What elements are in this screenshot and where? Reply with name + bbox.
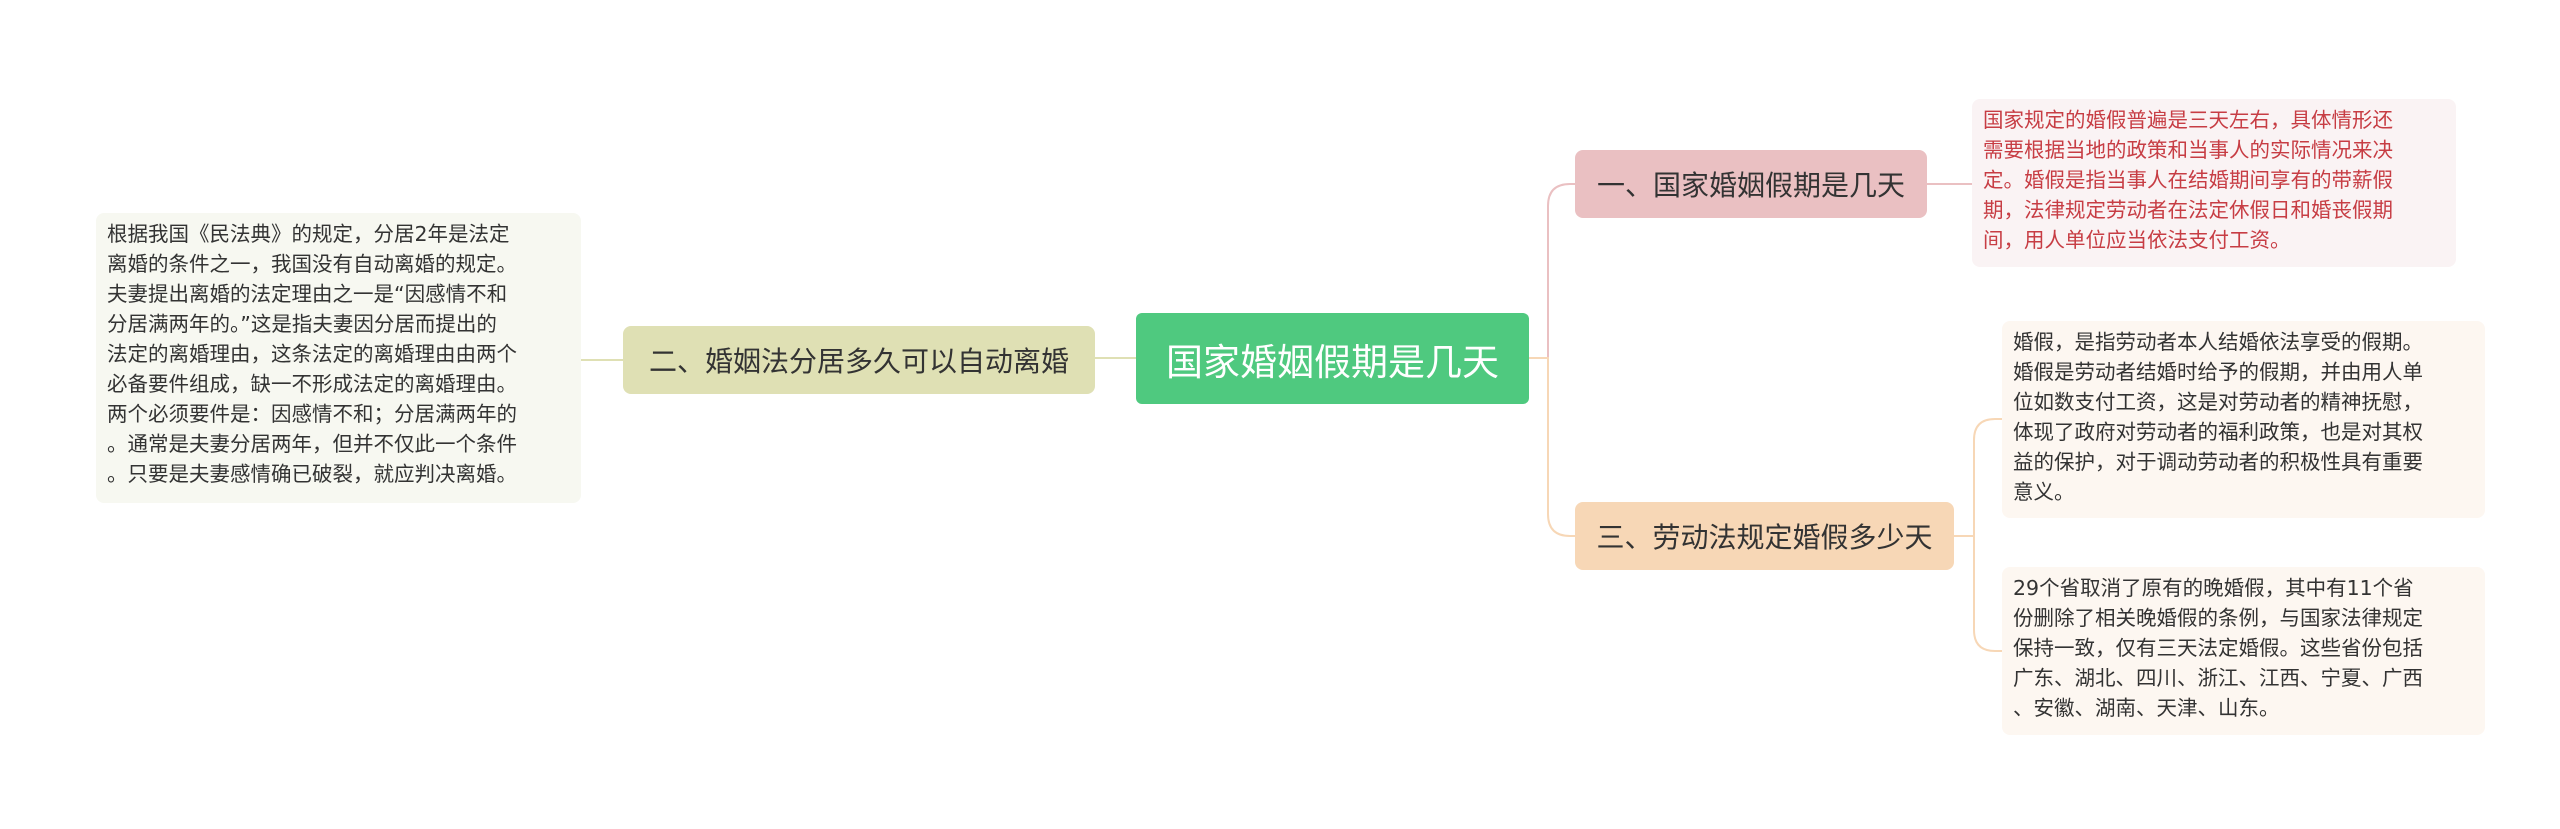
note-branch-3-b[interactable]: 29个省取消了原有的晚婚假，其中有11个省 份删除了相关晚婚假的条例，与国家法律…	[2002, 567, 2485, 735]
note-branch-3-a[interactable]: 婚假，是指劳动者本人结婚依法享受的假期。 婚假是劳动者结婚时给予的假期，并由用人…	[2002, 321, 2485, 518]
link-branch3-note1	[1954, 418, 2002, 537]
center-topic[interactable]: 国家婚姻假期是几天	[1136, 313, 1529, 404]
note-branch-2[interactable]: 根据我国《民法典》的规定，分居2年是法定 离婚的条件之一，我国没有自动离婚的规定…	[96, 213, 581, 503]
link-center-branch3	[1529, 357, 1575, 537]
branch-topic-3[interactable]: 三、劳动法规定婚假多少天	[1575, 502, 1954, 570]
link-center-branch1	[1529, 183, 1575, 359]
branch-topic-2[interactable]: 二、婚姻法分居多久可以自动离婚	[623, 326, 1095, 394]
branch-topic-1[interactable]: 一、国家婚姻假期是几天	[1575, 150, 1927, 218]
link-branch3-note2	[1954, 535, 2002, 652]
note-branch-1[interactable]: 国家规定的婚假普遍是三天左右，具体情形还 需要根据当地的政策和当事人的实际情况来…	[1972, 99, 2456, 267]
